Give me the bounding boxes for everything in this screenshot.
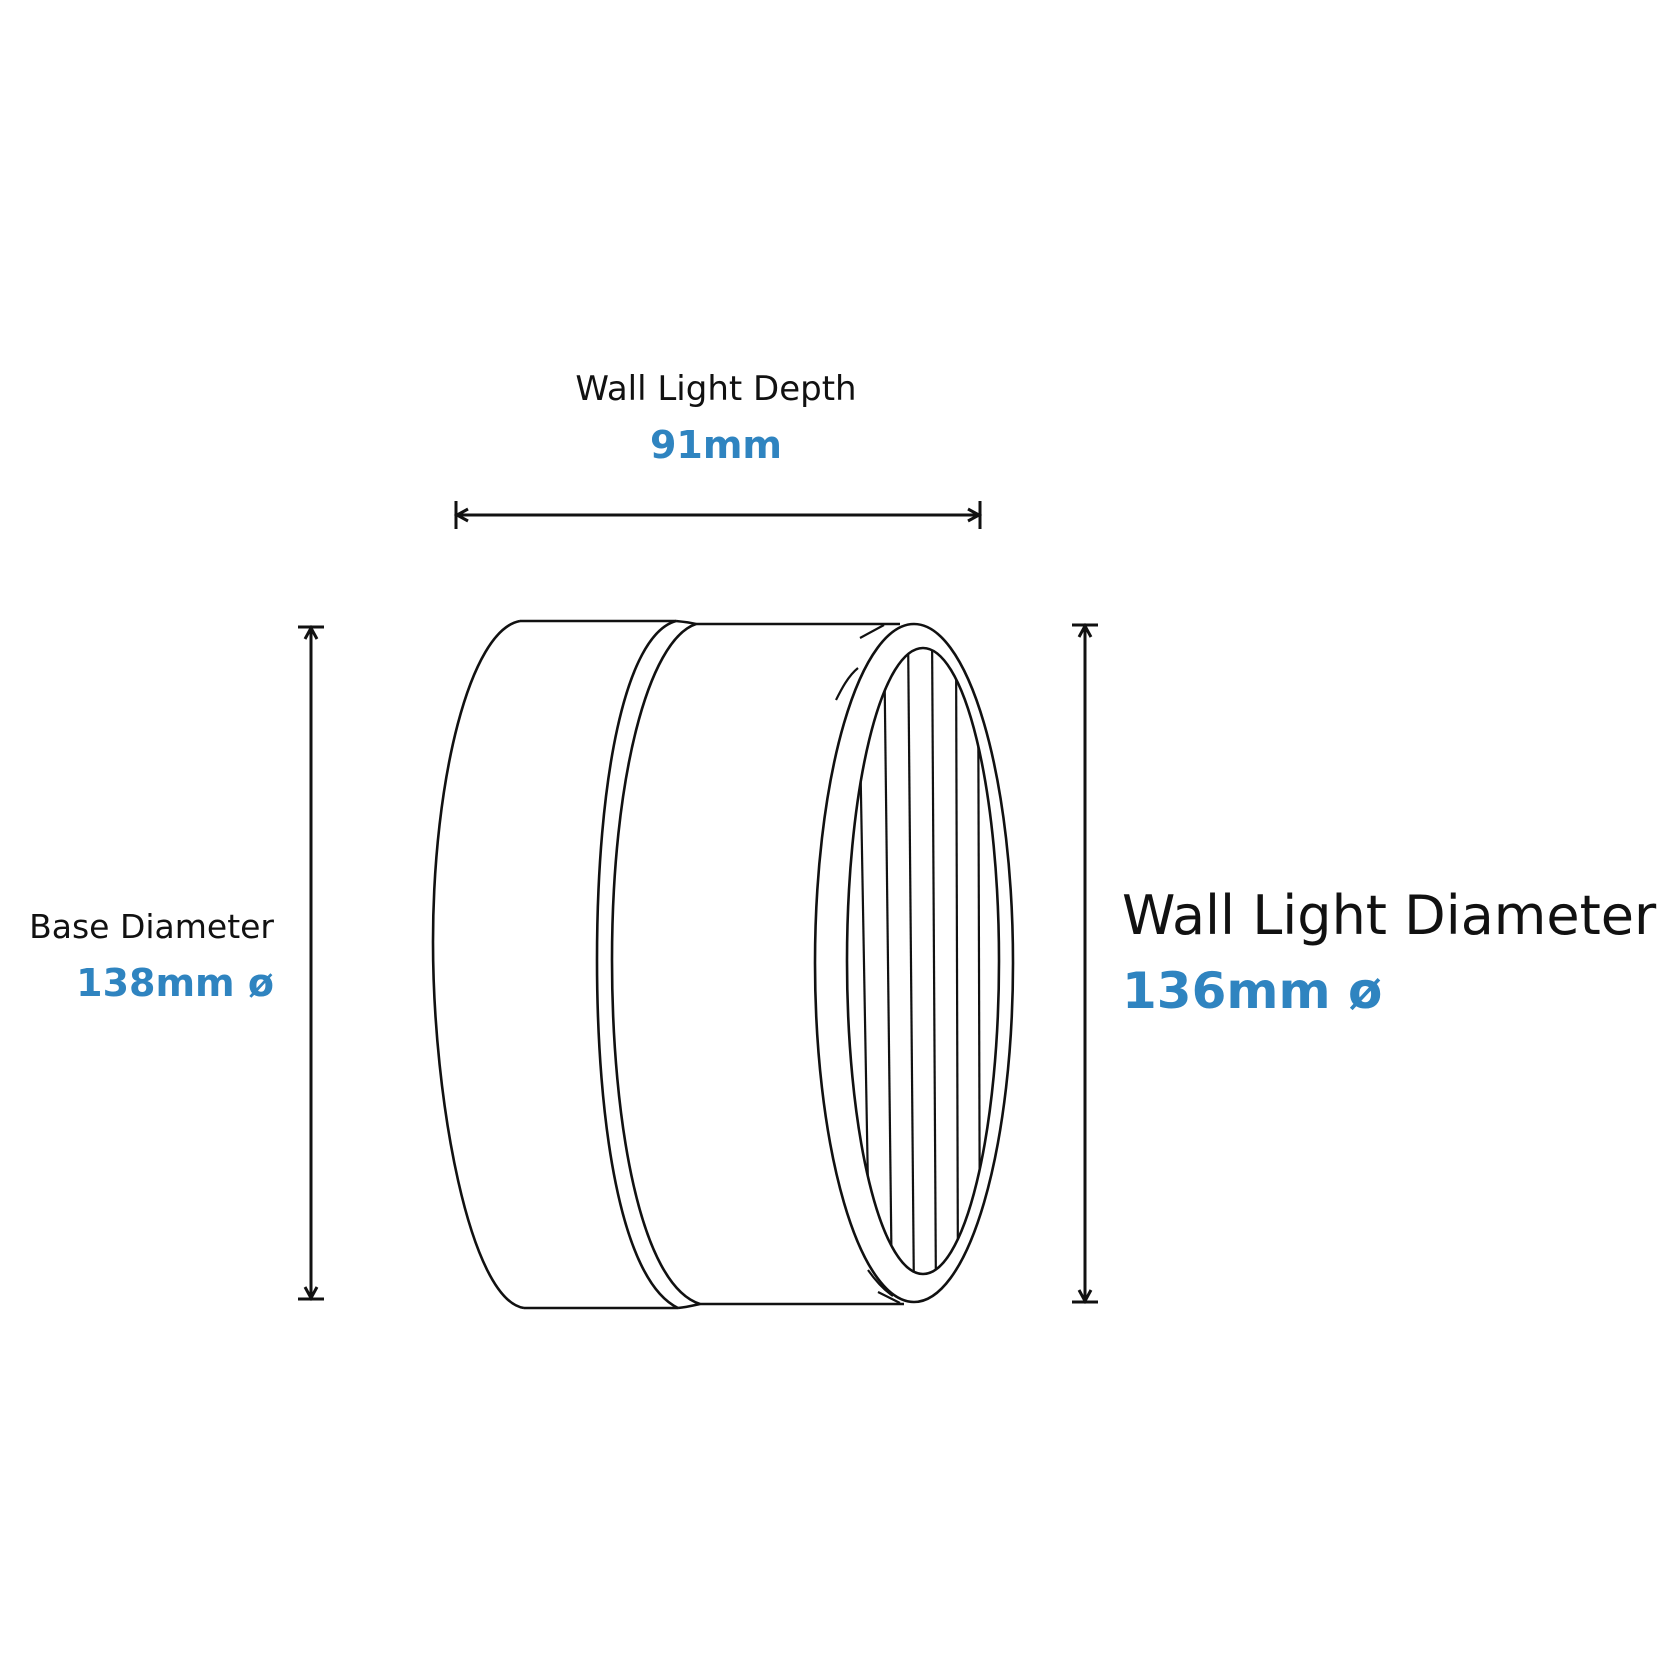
base-back-profile <box>431 619 525 1310</box>
base-diameter-dimension-line <box>298 624 324 1302</box>
wall-light-diameter-value: 136mm ø <box>1122 962 1383 1020</box>
base-front-edge <box>595 619 679 1310</box>
depth-dimension-line <box>453 501 983 529</box>
base-diameter-value: 138mm ø <box>76 961 274 1005</box>
front-face-rim <box>813 622 1015 1304</box>
depth-value: 91mm <box>649 423 783 467</box>
lens-outline <box>845 646 1001 1276</box>
rim-louvres <box>835 624 901 1304</box>
wall-light-diameter-label: Wall Light Diameter <box>1122 884 1657 947</box>
body-step-top <box>675 619 697 626</box>
body-step-bottom <box>677 1302 701 1310</box>
wall-light-diameter-dimension-line <box>1072 622 1098 1305</box>
wall-light-outline <box>431 619 1015 1310</box>
base-front-edge-inner <box>610 622 701 1306</box>
lens-louvres <box>856 648 982 1274</box>
depth-label: Wall Light Depth <box>575 369 857 409</box>
base-diameter-label: Base Diameter <box>29 907 274 946</box>
